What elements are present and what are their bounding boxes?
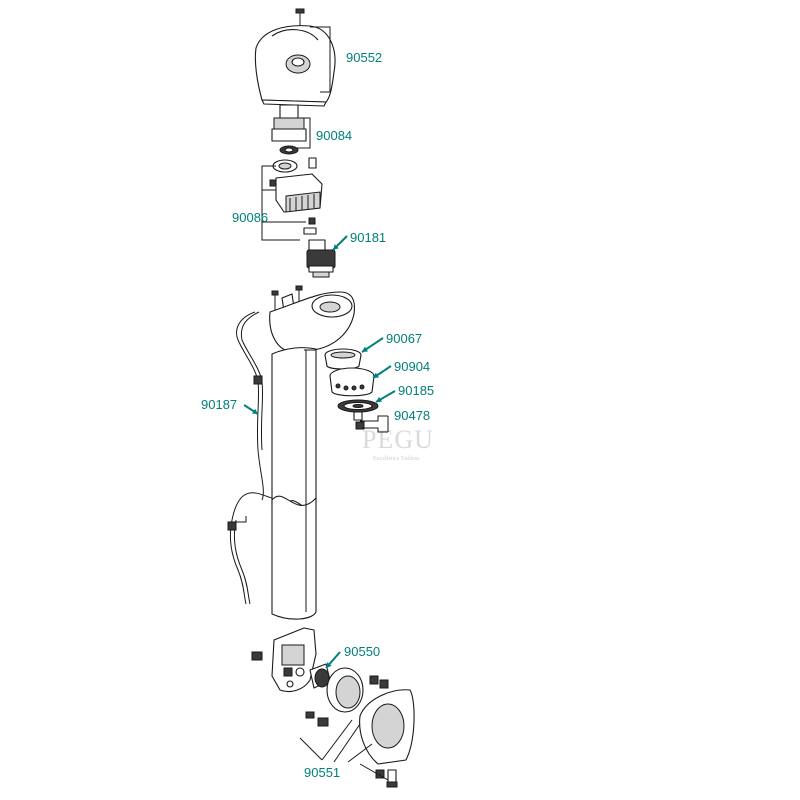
part-90478-screw — [353, 411, 365, 430]
part-90904-grip — [329, 367, 375, 397]
label-90552: 90552 — [346, 50, 382, 65]
label-90185: 90185 — [398, 383, 434, 398]
part-90187-hose — [227, 311, 264, 605]
watermark-tagline: Excellence Endless — [373, 456, 420, 462]
column-tube — [231, 347, 317, 620]
label-90086: 90086 — [232, 210, 268, 225]
leader-90067-head — [362, 346, 368, 352]
leader-90187-head — [252, 408, 258, 414]
leader-90181-head — [333, 244, 339, 250]
label-90904: 90904 — [394, 359, 430, 374]
label-90478: 90478 — [394, 408, 430, 423]
watermark: PEGU Excellence Endless — [362, 425, 434, 462]
part-90086-valve-body — [269, 157, 323, 235]
label-90551: 90551 — [304, 765, 340, 780]
part-90181-thermo-element — [306, 239, 336, 278]
part-90067-ring — [324, 348, 362, 370]
label-90550: 90550 — [344, 644, 380, 659]
label-90181: 90181 — [350, 230, 386, 245]
part-90552-top-cover — [254, 8, 336, 107]
leader-90185-head — [376, 396, 382, 402]
label-90187: 90187 — [201, 397, 237, 412]
upper-housing — [269, 285, 356, 353]
part-90550-base-bracket — [251, 627, 389, 727]
leader-90550-head — [326, 662, 332, 668]
watermark-text: PEGU — [362, 425, 434, 454]
label-90067: 90067 — [386, 331, 422, 346]
leader-arrows — [243, 235, 396, 669]
part-90185-gear — [337, 399, 379, 413]
label-90084: 90084 — [316, 128, 352, 143]
leader-90904-head — [373, 372, 379, 378]
part-labels: 90552 90084 90086 90181 90067 90904 9018… — [201, 50, 434, 780]
part-90551-lower-cover — [359, 689, 415, 788]
part-90084-cartridge — [271, 104, 307, 155]
